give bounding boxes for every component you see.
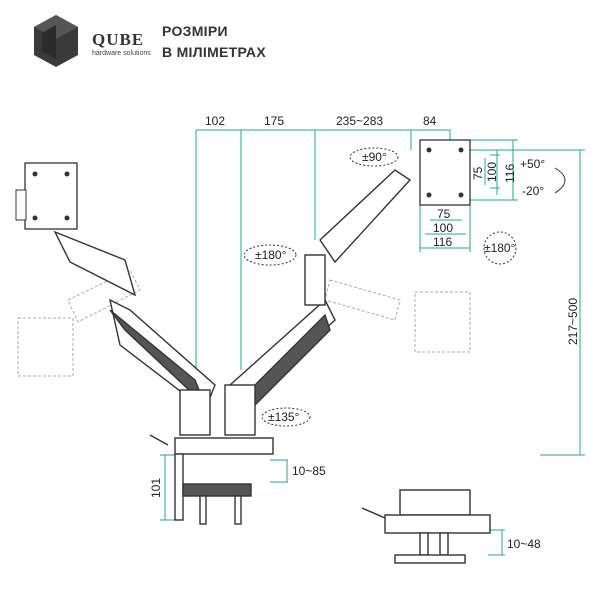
title-line-2: В МІЛІМЕТРАХ [162,44,266,60]
rotation-tilt-indicator: ±90° [349,147,399,167]
rot-swivel-left-label: ±180° [255,248,287,262]
title-line-1: РОЗМІРИ [162,23,228,39]
rotation-swivel-right-indicator: ±180° [483,231,517,265]
vesa-v-plate: 116 [503,164,517,183]
vesa-h-large: 100 [433,221,453,235]
right-arm [224,169,412,436]
clamp-range-label: 10~85 [292,464,326,478]
dim-span-c: 235~283 [336,114,383,128]
desk-clamp [149,434,274,525]
left-arm [53,230,216,436]
tilt-up-label: +50° [520,157,545,171]
rotation-base-indicator: ±135° [261,407,311,427]
brand-tagline: hardware solutions [92,50,151,57]
ghost-positions [17,269,471,377]
vesa-v-large: 100 [485,162,499,182]
rot-base-label: ±135° [268,410,300,424]
grommet-base [361,489,491,564]
dim-span-d: 84 [423,114,437,128]
rot-swivel-right-label: ±180° [484,241,516,255]
tilt-arc-icon [554,167,566,194]
height-range-label: 217~500 [566,298,580,345]
page-title: РОЗМІРИ В МІЛІМЕТРАХ [162,21,266,63]
vesa-v-small: 75 [471,166,485,180]
dimension-lines [160,129,585,556]
qube-logo [34,15,78,67]
brand-name: QUBE [92,30,145,49]
right-vesa-plate [419,139,471,206]
grommet-range-label: 10~48 [507,537,541,551]
vesa-h-small: 75 [437,207,451,221]
dim-span-b: 175 [264,114,284,128]
rotation-swivel-left-indicator: ±180° [243,244,297,266]
left-vesa-plate [15,162,78,230]
clamp-height-label: 101 [149,478,163,498]
tilt-down-label: -20° [522,184,544,198]
dim-span-a: 102 [205,114,225,128]
vesa-h-plate: 116 [433,235,452,249]
rot-tilt-label: ±90° [362,150,387,164]
